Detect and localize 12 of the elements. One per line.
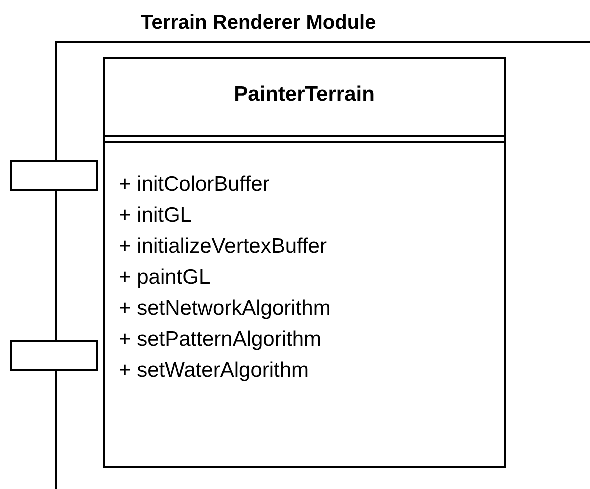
method-name: + initGL [119,203,192,229]
method-name: + initColorBuffer [119,172,270,198]
method-name: + setPatternAlgorithm [119,327,322,353]
method-name: + setNetworkAlgorithm [119,296,331,322]
method-name: + paintGL [119,265,211,291]
method-name: + initializeVertexBuffer [119,234,327,260]
method-name: + setWaterAlgorithm [119,358,310,384]
class-box [103,57,506,468]
component-title: Terrain Renderer Module [141,12,376,35]
component-tab [10,340,98,371]
class-name: PainterTerrain [233,83,376,107]
component-tab [10,160,98,191]
